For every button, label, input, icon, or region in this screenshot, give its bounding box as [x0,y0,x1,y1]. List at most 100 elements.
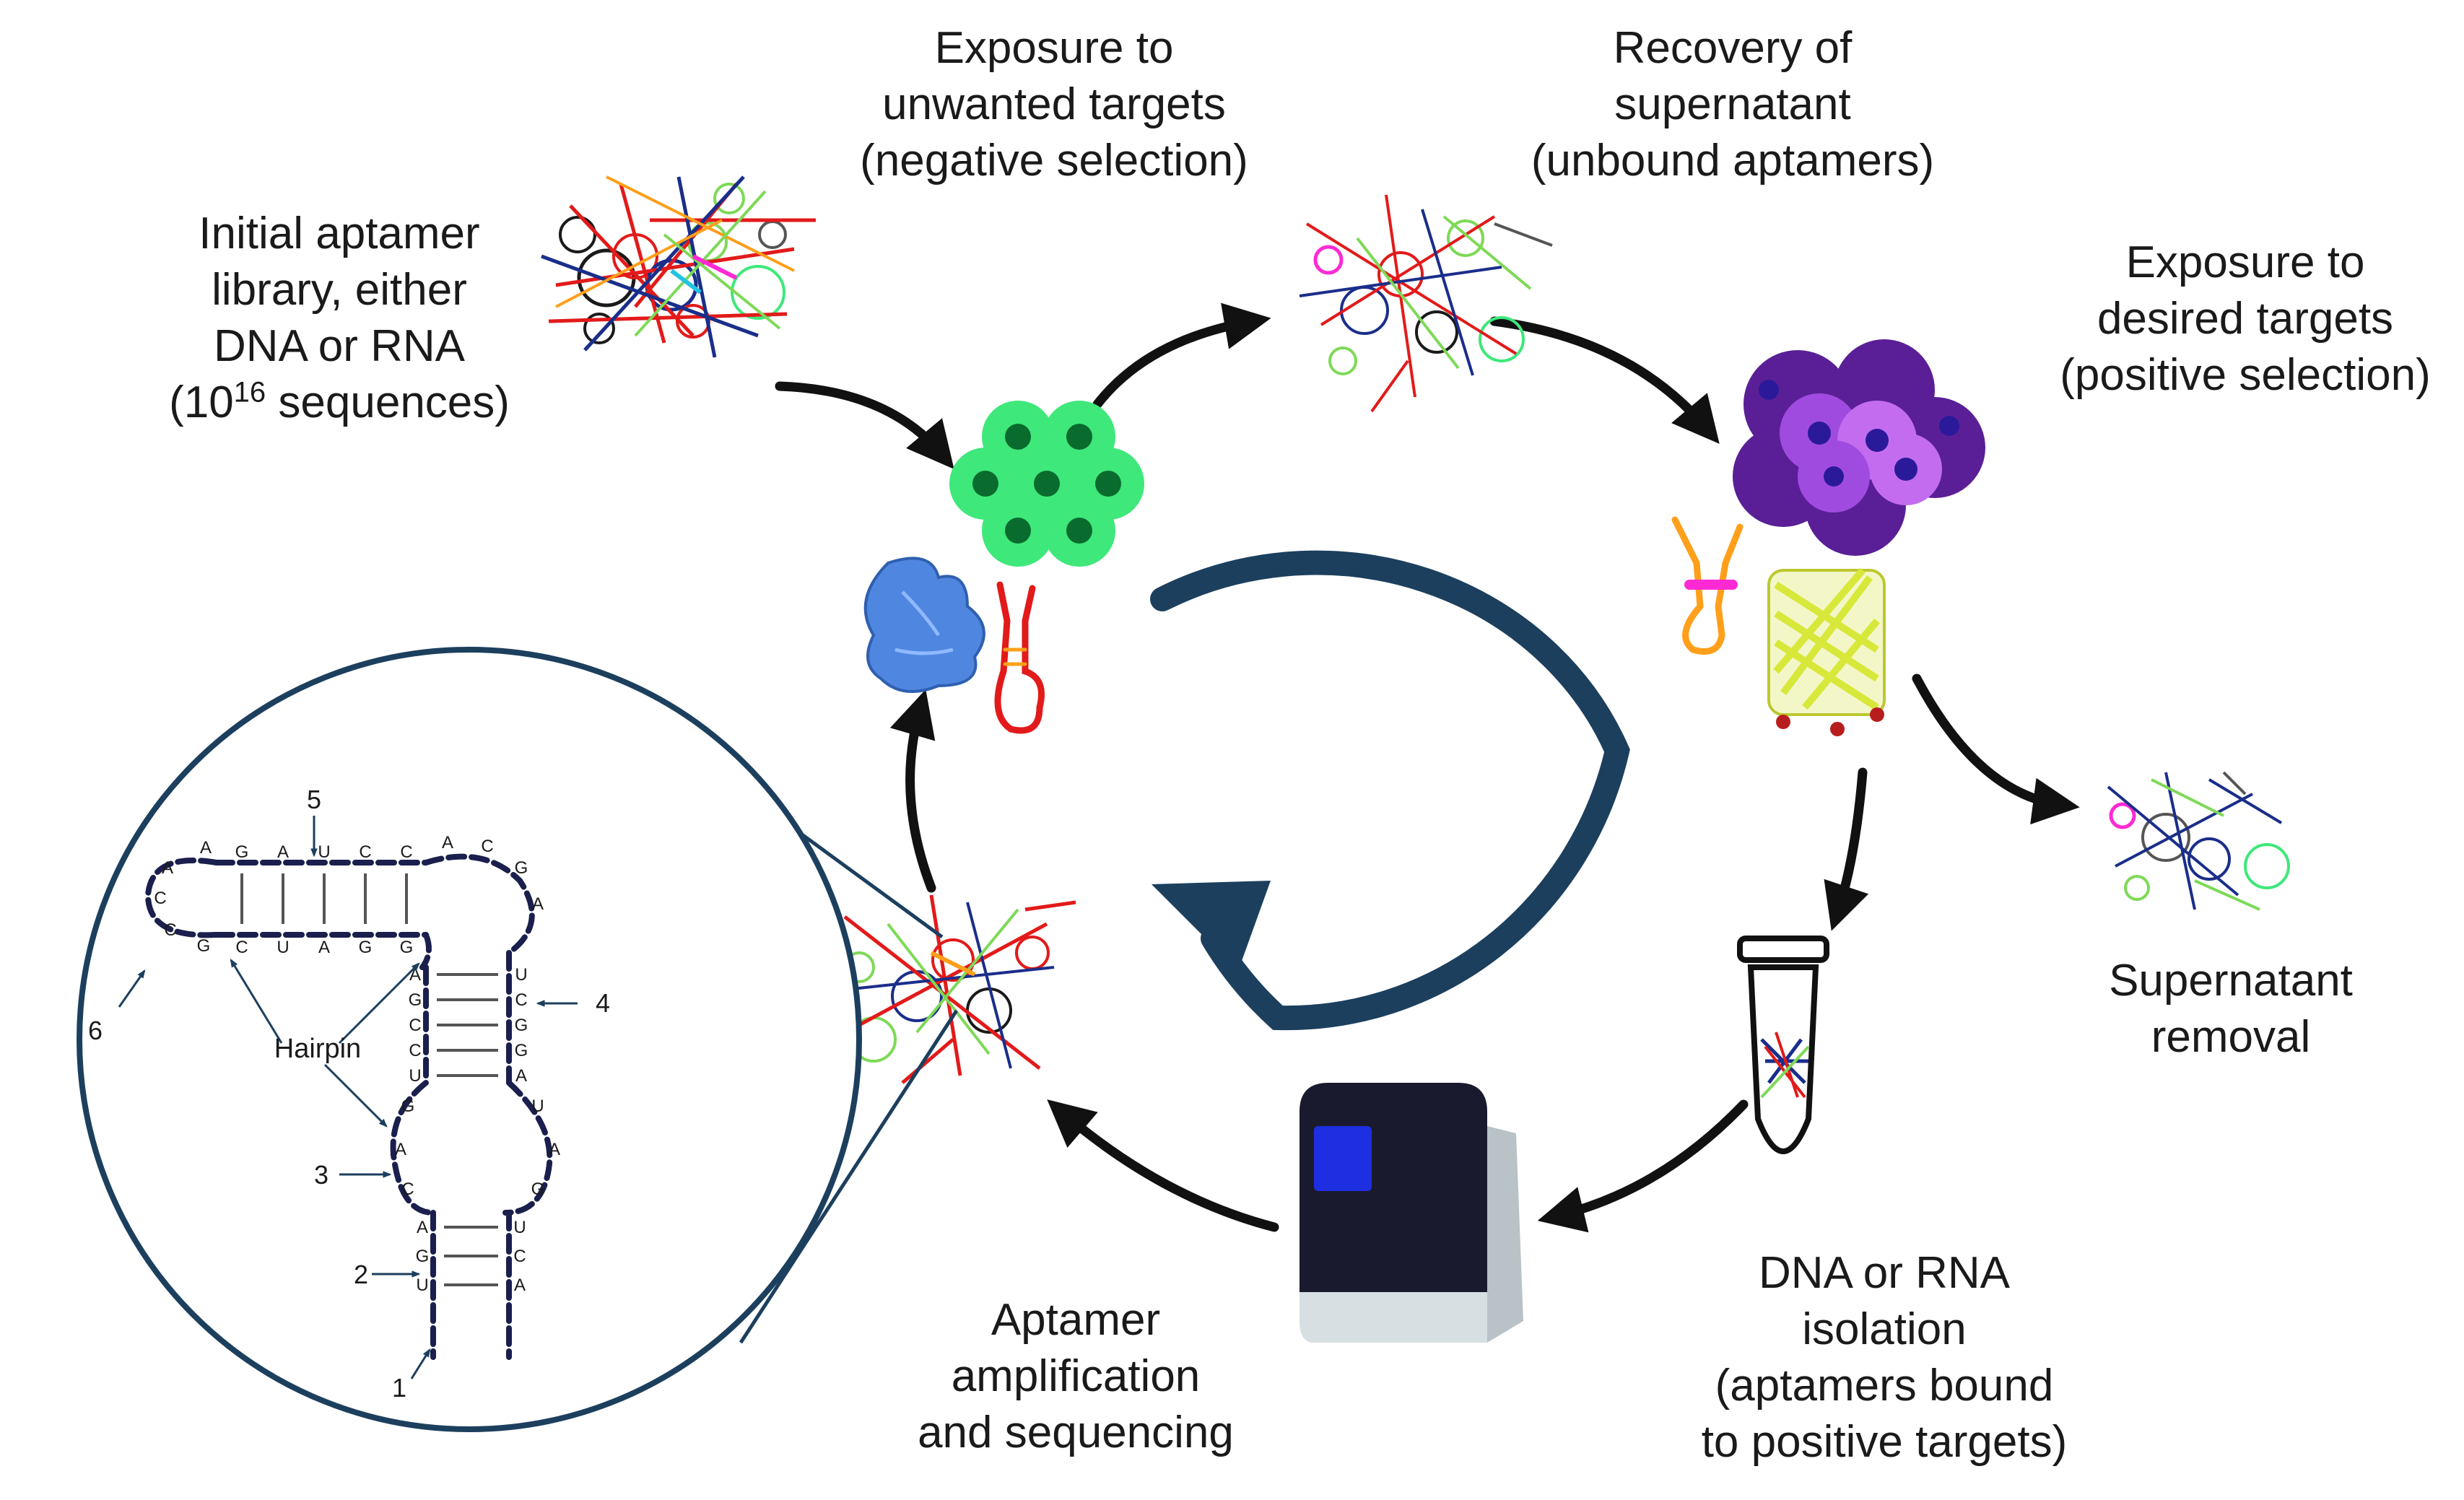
label-initial-library-line-3: DNA or RNA [214,321,465,371]
count-suffix: sequences) [266,378,510,427]
label-recovery-line-1: Recovery of [1613,23,1853,73]
nucleotide-right_stem_right-2: G [515,1016,528,1035]
hairpin-zoom-circle [77,647,862,1432]
nucleotide-top_stem_upper-1: A [277,842,289,862]
arrow-amplification-to-negative [889,689,936,893]
central-cycle-arrow [1150,550,1630,1031]
arrow-library-to-negative [775,381,954,469]
nucleotide-top_stem_lower-1: U [277,938,289,957]
marker-2: 2 [354,1260,368,1289]
nucleotide-top_stem_lower-2: A [318,938,330,957]
label-positive-selection: Exposure to desired targets (positive se… [2029,235,2462,404]
label-isolation-line-4: to positive targets) [1701,1417,2068,1467]
label-negative-line-1: Exposure to [934,23,1174,73]
marker-1: 1 [392,1373,406,1403]
positive-protein-barrel [1767,567,1886,736]
label-isolation-line-3: (aptamers bound [1715,1361,2054,1410]
label-recovery: Recovery of supernatant (unbound aptamer… [1487,20,1978,189]
nucleotide-inner_loop_right-1: A [549,1140,560,1159]
marker-6: 6 [88,1016,103,1045]
device-screen [1314,1126,1372,1191]
nucleotide-inner_loop_left-2: C [401,1179,414,1199]
label-removal-line-2: removal [2151,1012,2311,1062]
label-recovery-line-2: supernatant [1614,79,1851,129]
hairpin-label: Hairpin [274,1034,361,1064]
marker-4: 4 [596,988,610,1018]
arrow-device-to-amplification [1047,1099,1279,1232]
arrow-positive-to-tube [1824,767,1869,931]
hairpin-base-pairs [240,873,498,1286]
unbound-aptamers-tangle [1299,194,1553,413]
label-recovery-line-3: (unbound aptamers) [1531,136,1935,186]
nucleotide-bottom_stem_right-0: U [513,1218,526,1237]
amplified-aptamers-tangle [843,894,1076,1084]
arrow-recovery-to-positive [1489,316,1720,444]
label-positive-line-2: desired targets [2097,294,2394,344]
nucleotide-bottom_stem_left-2: U [416,1276,428,1295]
nucleotide-right_stem_left-3: C [409,1041,421,1060]
label-isolation-line-2: isolation [1802,1304,1967,1354]
nucleotide-right_stem_right-4: A [515,1066,527,1086]
nucleotide-left_loop-1: A [162,858,173,878]
nucleotide-top_stem_upper-4: C [400,842,412,862]
hairpin-backbone [144,853,553,1360]
nucleotide-bottom_stem_left-0: A [417,1218,428,1237]
marker-5: 5 [307,785,321,814]
nucleotide-right_loop-3: A [532,894,544,914]
nucleotide-bottom_stem_right-1: C [513,1247,526,1266]
marker-3: 3 [314,1160,328,1190]
positive-aptamer [1671,516,1743,655]
flow-arrows [775,302,2080,1233]
label-negative-selection: Exposure to unwanted targets (negative s… [816,20,1292,189]
nucleotide-inner_loop_right-0: U [531,1096,544,1116]
nucleotide-right_stem_right-1: C [515,990,527,1010]
nucleotide-top_stem_lower-3: G [359,938,373,957]
label-initial-library-line-2: library, either [212,265,467,315]
label-removal-line-1: Supernatant [2109,956,2353,1006]
nucleotide-top_stem_lower-4: G [400,938,414,957]
label-initial-library-line-1: Initial aptamer [199,209,480,258]
nucleotide-inner_loop_right-2: G [531,1179,545,1199]
label-positive-line-3: (positive selection) [2060,350,2431,400]
nucleotide-right_stem_left-2: C [409,1016,421,1035]
nucleotide-right_stem_left-1: G [409,990,422,1010]
label-isolation: DNA or RNA isolation (aptamers bound to … [1646,1245,2123,1470]
label-positive-line-1: Exposure to [2125,237,2365,287]
unwanted-aptamer [994,581,1045,734]
label-negative-line-2: unwanted targets [882,79,1226,129]
label-amplification-line-3: and sequencing [918,1408,1234,1457]
nucleotide-left_loop-4: G [197,936,211,956]
initial-aptamer-library-tangle [541,175,816,358]
sequencing-device [1300,1083,1523,1343]
nucleotide-right_loop-0: A [442,833,453,853]
label-initial-library-count: (1016 sequences) [123,375,556,431]
nucleotide-left_loop-2: C [154,889,166,908]
nucleotide-inner_loop_left-0: G [401,1096,415,1116]
isolation-tube [1737,936,1829,1154]
nucleotide-top_stem_upper-2: U [318,842,330,862]
label-amplification: Aptamer amplification and sequencing [888,1292,1263,1461]
nucleotide-top_stem_upper-3: C [359,842,371,862]
unwanted-protein [863,557,985,693]
hairpin-markers: 5 4 3 2 1 6 [88,785,610,1403]
label-negative-line-3: (negative selection) [860,136,1248,186]
nucleotide-right_stem_right-0: U [515,965,527,985]
nucleotide-right_stem_left-4: U [409,1066,421,1086]
label-initial-library: Initial aptamer library, either DNA or R… [123,206,556,431]
nucleotide-bottom_stem_right-2: A [514,1276,526,1295]
count-prefix: (10 [169,378,234,427]
label-amplification-line-1: Aptamer [991,1295,1161,1345]
desired-target-cells [1733,339,1985,556]
nucleotide-right_loop-1: C [481,837,493,856]
nucleotide-right_loop-2: G [515,858,528,878]
nucleotide-top_stem_upper-0: G [235,842,249,862]
marker-arrows [118,816,578,1379]
nucleotide-left_loop-0: A [200,838,212,858]
removed-aptamers-tangle [2107,771,2290,911]
nucleotide-inner_loop_left-1: A [395,1140,406,1159]
label-amplification-line-2: amplification [951,1351,1201,1401]
